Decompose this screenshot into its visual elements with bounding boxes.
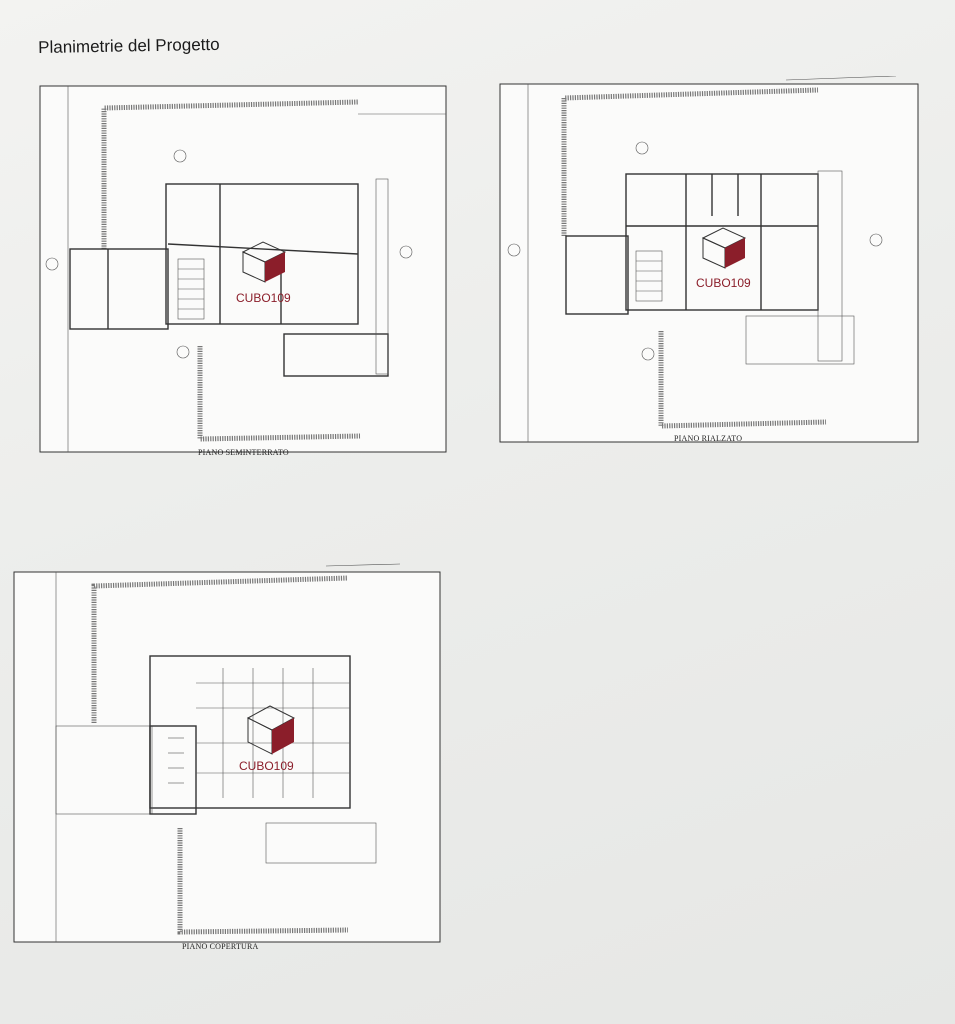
floor-plan-drawing: CUBO109 [39, 85, 447, 453]
plan-caption: PIANO RIALZATO [674, 434, 743, 443]
floor-plan-rialzato: CUBO109 PIANO RIALZATO [496, 76, 921, 446]
cube-label: CUBO109 [696, 276, 751, 290]
floor-plan-copertura: CUBO109 PIANO COPERTURA [8, 558, 448, 956]
cube-label: CUBO109 [236, 291, 291, 305]
plan-caption: PIANO COPERTURA [182, 942, 259, 951]
page-title: Planimetrie del Progetto [38, 34, 220, 57]
floor-plan-seminterrato: CUBO109 PIANO SEMINTERRATO [38, 84, 450, 457]
cube-label: CUBO109 [239, 759, 294, 773]
floor-plan-drawing: CUBO109 [499, 76, 919, 443]
floor-plan-drawing: CUBO109 [13, 563, 441, 943]
cube-icon [241, 241, 287, 283]
cube-icon [701, 227, 747, 269]
cube-icon [246, 705, 296, 755]
plan-caption: PIANO SEMINTERRATO [198, 448, 289, 457]
